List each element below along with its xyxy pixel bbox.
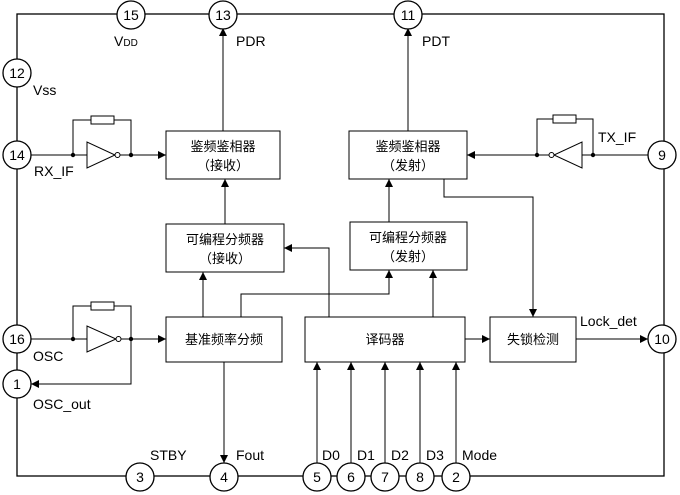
div-tx-block: 可编程分频器 （发射） <box>349 221 468 271</box>
pin-13-num: 13 <box>215 7 231 23</box>
wires <box>31 28 648 464</box>
pin-12 <box>2 58 32 88</box>
pin-12-num: 12 <box>9 65 25 81</box>
pin-3 <box>125 462 155 492</box>
pin-3-num: 3 <box>136 469 144 485</box>
chip-outline <box>16 13 665 477</box>
pin-7-label: D2 <box>391 447 409 463</box>
inverters <box>86 141 583 353</box>
pin-14-num: 14 <box>9 147 25 163</box>
wire-osc-fb-right <box>114 305 132 339</box>
pin-15-num: 15 <box>123 7 139 23</box>
pd-rx-line2: （接收） <box>197 158 249 174</box>
div-tx-line1: 可编程分频器 <box>369 231 447 246</box>
pin-7 <box>370 462 400 492</box>
pin-13 <box>208 0 238 30</box>
pin-10-label: Lock_det <box>580 313 637 329</box>
resistor-osc-icon <box>90 301 115 311</box>
pin-labels: VDD PDR PDT Vss RX_IF TX_IF OSC OSC_out … <box>33 33 637 463</box>
pin-14-label: RX_IF <box>34 163 74 179</box>
div-rx-line2: （接收） <box>199 251 251 267</box>
pin-7-num: 7 <box>381 469 389 485</box>
pin-numbers: 15 13 11 12 14 9 16 1 10 3 4 5 6 7 8 2 <box>9 7 670 485</box>
wire-rxif-fb-left <box>72 119 91 155</box>
pin-14 <box>2 140 32 170</box>
pin-8-label: D3 <box>426 447 444 463</box>
inverter-tx-bubble <box>548 152 555 158</box>
pin-5-num: 5 <box>313 469 321 485</box>
pd-tx-line2: （发射） <box>382 158 434 174</box>
pin-16 <box>2 324 32 354</box>
pin-9-num: 9 <box>658 147 666 163</box>
pin-16-num: 16 <box>9 331 25 347</box>
pin-8-num: 8 <box>416 469 424 485</box>
pin-4-label: Fout <box>236 447 264 463</box>
pin-2 <box>441 462 471 492</box>
decoder-label: 译码器 <box>365 333 404 348</box>
inverter-tx-icon <box>552 141 583 169</box>
pd-tx-block: 鉴频鉴相器 （发射） <box>348 130 468 180</box>
pin-4 <box>209 462 239 492</box>
pd-tx-line1: 鉴频鉴相器 <box>375 140 440 155</box>
pin-3-label: STBY <box>150 447 187 463</box>
pin-2-label: Mode <box>462 447 497 463</box>
resistors <box>90 114 577 311</box>
resistor-tx-icon <box>552 114 577 124</box>
pin-12-label: Vss <box>33 82 56 98</box>
inverter-rx-bubble <box>114 152 121 158</box>
pin-15-label: VDD <box>114 33 138 49</box>
pin-9-label: TX_IF <box>598 129 636 145</box>
pin-4-num: 4 <box>220 469 228 485</box>
pin-6-label: D1 <box>357 447 375 463</box>
pin-15 <box>116 0 146 30</box>
pin-10-num: 10 <box>654 331 670 347</box>
wire-osc-out-return <box>31 339 132 388</box>
inverter-osc-bubble <box>115 336 122 342</box>
pd-rx-block: 鉴频鉴相器 （接收） <box>165 130 281 180</box>
decoder-block: 译码器 <box>304 316 466 363</box>
div-tx-line2: （发射） <box>382 249 434 265</box>
pin-9 <box>647 140 677 170</box>
inverter-osc-icon <box>86 325 118 353</box>
ref-div-label: 基准频率分频 <box>185 332 263 348</box>
wire-pdtx-lock <box>443 179 537 317</box>
wire-rxif-fb-right <box>114 119 132 155</box>
lock-detect-label: 失锁检测 <box>507 332 559 348</box>
wire-ref-divtx <box>240 270 393 317</box>
div-rx-block: 可编程分频器 （接收） <box>165 223 285 273</box>
lock-detect-block: 失锁检测 <box>489 316 577 363</box>
pin-6-num: 6 <box>347 469 355 485</box>
wire-txif-fb-right <box>576 118 594 155</box>
pin-8 <box>405 462 435 492</box>
wire-osc-fb-left <box>72 305 91 339</box>
pin-6 <box>336 462 366 492</box>
ref-div-block: 基准频率分频 <box>165 316 283 363</box>
pin-1-num: 1 <box>13 376 21 392</box>
div-rx-line1: 可编程分频器 <box>186 233 264 248</box>
pin-13-label: PDR <box>236 33 266 49</box>
pin-16-label: OSC <box>33 348 63 364</box>
inverter-rx-icon <box>86 141 117 169</box>
pd-rx-line1: 鉴频鉴相器 <box>190 140 255 155</box>
pin-11 <box>393 0 423 30</box>
resistor-rx-icon <box>90 115 115 125</box>
pin-10 <box>647 324 677 354</box>
pin-1 <box>2 369 32 399</box>
pin-11-num: 11 <box>401 7 416 23</box>
wire-dec-divrx <box>284 244 330 317</box>
pin-2-num: 2 <box>452 469 460 485</box>
pin-5 <box>302 462 332 492</box>
junctions <box>70 152 596 342</box>
pin-5-label: D0 <box>322 447 340 463</box>
wire-txif-fb-left <box>536 118 553 155</box>
pin-1-label: OSC_out <box>33 396 91 412</box>
pin-11-label: PDT <box>422 33 450 49</box>
